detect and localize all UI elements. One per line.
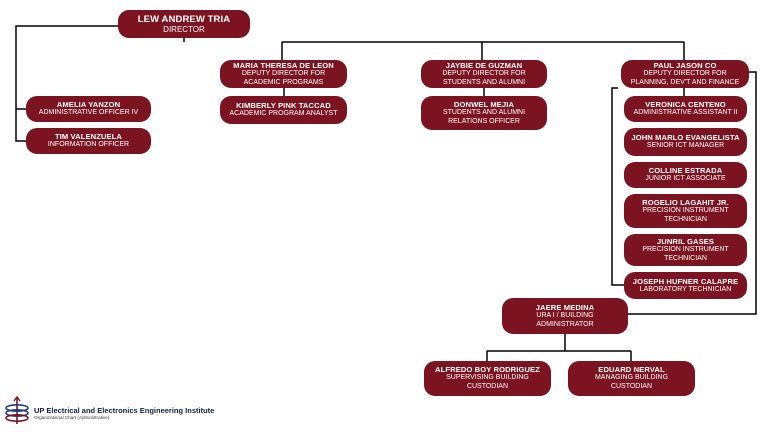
node-donwel-mejia[interactable]: DONWEL MEJIA STUDENTS AND ALUMNI RELATIO…: [421, 96, 547, 130]
node-role: SENIOR ICT MANAGER: [646, 142, 725, 150]
node-alfredo-boy-rodriguez[interactable]: ALFREDO BOY RODRIGUEZ SUPERVISING BUILDI…: [424, 361, 551, 396]
node-joseph-hufner-calapre[interactable]: JOSEPH HUFNER CALAPRE LABORATORY TECHNIC…: [624, 272, 747, 299]
node-name: MARIA THERESA DE LEON: [233, 60, 334, 70]
node-colline-estrada[interactable]: COLLINE ESTRADA JUNIOR ICT ASSOCIATE: [624, 162, 747, 188]
node-name: LEW ANDREW TRIA: [137, 13, 231, 25]
node-jaybie-de-guzman[interactable]: JAYBIE DE GUZMAN DEPUTY DIRECTOR FOR STU…: [421, 60, 547, 88]
node-name: ALFREDO BOY RODRIGUEZ: [435, 365, 540, 375]
node-maria-theresa-de-leon[interactable]: MARIA THERESA DE LEON DEPUTY DIRECTOR FO…: [220, 60, 347, 88]
connector-director-left: [15, 25, 118, 142]
node-director[interactable]: LEW ANDREW TRIA DIRECTOR: [118, 10, 250, 38]
node-role: JUNIOR ICT ASSOCIATE: [645, 175, 726, 183]
node-role: DEPUTY DIRECTOR FOR ACADEMIC PROGRAMS: [241, 69, 326, 86]
node-veronica-centeno[interactable]: VERONICA CENTENO ADMINISTRATIVE ASSISTAN…: [624, 96, 747, 122]
node-name: JOSEPH HUFNER CALAPRE: [632, 276, 739, 286]
chart-subtitle: Organizational Chart (Administrative): [34, 415, 110, 420]
node-name: DONWEL MEJIA: [453, 99, 515, 109]
node-role: DEPUTY DIRECTOR FOR PLANNING, DEV'T AND …: [630, 69, 740, 86]
node-name: COLLINE ESTRADA: [648, 166, 723, 176]
node-name: TIM VALENZUELA: [54, 132, 123, 142]
node-junril-gases[interactable]: JUNRIL GASES PRECISION INSTRUMENT TECHNI…: [624, 234, 747, 266]
node-name: JAERE MEDINA: [535, 302, 595, 312]
node-role: LABORATORY TECHNICIAN: [639, 285, 732, 293]
node-name: PAUL JASON CO: [653, 60, 717, 70]
node-name: JOHN MARLO EVANGELISTA: [631, 133, 740, 143]
node-john-marlo-evangelista[interactable]: JOHN MARLO EVANGELISTA SENIOR ICT MANAGE…: [624, 128, 747, 156]
node-rogelio-lagahit-jr[interactable]: ROGELIO LAGAHIT JR. PRECISION INSTRUMENT…: [624, 194, 747, 228]
connector-paul-column: [628, 71, 757, 315]
connector-column-jaere: [611, 87, 628, 286]
node-role: ADMINISTRATIVE ASSISTANT II: [633, 109, 738, 117]
node-kimberly-pink-taccad[interactable]: KIMBERLY PINK TACCAD ACADEMIC PROGRAM AN…: [220, 96, 347, 124]
node-amelia-yanzon[interactable]: AMELIA YANZON ADMINISTRATIVE OFFICER IV: [26, 96, 151, 122]
node-role: ADMINISTRATIVE OFFICER IV: [38, 109, 139, 117]
node-role: PRECISION INSTRUMENT TECHNICIAN: [642, 206, 729, 223]
node-role: INFORMATION OFFICER: [47, 141, 130, 149]
node-jaere-medina[interactable]: JAERE MEDINA URA I / BUILDING ADMINISTRA…: [502, 298, 628, 334]
node-role: DIRECTOR: [163, 24, 205, 34]
node-paul-jason-co[interactable]: PAUL JASON CO DEPUTY DIRECTOR FOR PLANNI…: [621, 60, 749, 88]
node-eduard-nerval[interactable]: EDUARD NERVAL MANAGING BUILDING CUSTODIA…: [568, 361, 695, 396]
node-role: STUDENTS AND ALUMNI RELATIONS OFFICER: [442, 108, 526, 125]
node-role: PRECISION INSTRUMENT TECHNICIAN: [642, 245, 729, 262]
node-role: URA I / BUILDING ADMINISTRATOR: [536, 311, 594, 328]
node-role: SUPERVISING BUILDING CUSTODIAN: [446, 374, 529, 390]
node-name: JAYBIE DE GUZMAN: [445, 60, 523, 70]
institute-name: UP Electrical and Electronics Engineerin…: [34, 406, 215, 415]
institute-logo-icon: [5, 396, 29, 424]
node-name: ROGELIO LAGAHIT JR.: [642, 197, 729, 207]
node-name: KIMBERLY PINK TACCAD: [236, 101, 331, 111]
node-name: VERONICA CENTENO: [645, 100, 726, 110]
node-role: DEPUTY DIRECTOR FOR STUDENTS AND ALUMNI: [442, 69, 526, 86]
node-role: ACADEMIC PROGRAM ANALYST: [229, 110, 338, 118]
node-role: MANAGING BUILDING CUSTODIAN: [594, 374, 669, 390]
node-tim-valenzuela[interactable]: TIM VALENZUELA INFORMATION OFFICER: [26, 128, 151, 154]
node-name: JUNRIL GASES: [656, 236, 715, 246]
node-name: EDUARD NERVAL: [598, 365, 665, 375]
node-name: AMELIA YANZON: [56, 100, 121, 110]
